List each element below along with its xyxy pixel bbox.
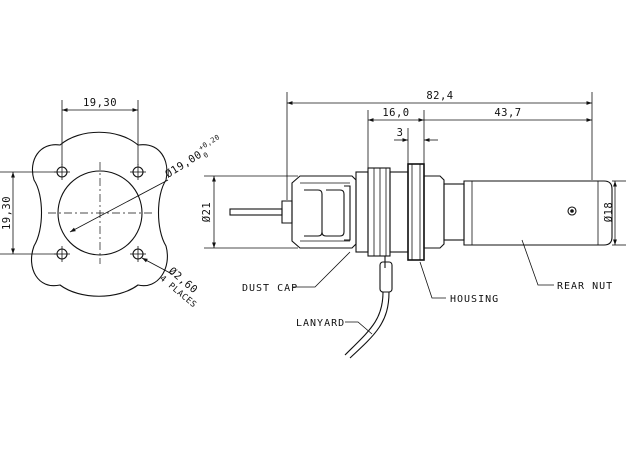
- bore-dim: Ø19,00: [163, 149, 204, 181]
- housing-neck: [423, 175, 445, 249]
- lanyard-leader: [345, 321, 373, 335]
- side-view: 82,4 16,0 43,7 3 Ø21 Ø18 DUST CAP HOUSIN…: [201, 90, 626, 359]
- flange-width-dim: 19,30: [83, 97, 117, 109]
- dia-21: Ø21: [201, 202, 213, 222]
- ring-1: [355, 171, 369, 253]
- flange-view: 19,30 19,30 Ø19,00 +0,20 0 Ø2,60 4 PLACE…: [0, 97, 221, 310]
- nut-hole: [567, 206, 577, 216]
- cap-slot: [304, 189, 323, 237]
- bore-tol-lower: 0: [202, 151, 210, 160]
- dim-43: 43,7: [494, 107, 521, 119]
- hole-leader: [141, 257, 173, 275]
- rear-nut-label: REAR NUT: [557, 281, 613, 292]
- bore-dim-group: Ø19,00 +0,20 0: [163, 133, 221, 181]
- cap-rim: [344, 185, 351, 241]
- nut-hole-center: [570, 209, 574, 213]
- ring-2: [367, 167, 391, 257]
- rear-nut: [463, 180, 613, 246]
- flange-height-dim: 19,30: [1, 196, 13, 230]
- bore-tol-upper: +0,20: [197, 133, 221, 152]
- lanyard-crimp: [379, 261, 393, 293]
- bolt-holes: [54, 164, 146, 262]
- ring-3: [389, 171, 409, 253]
- bore-leader: [69, 179, 169, 233]
- housing-leader: [419, 261, 446, 299]
- contact-pin: [229, 208, 283, 216]
- dim-3: 3: [397, 127, 404, 139]
- rear-nut-leader: [521, 239, 554, 286]
- lanyard-label: LANYARD: [296, 318, 345, 329]
- housing-collar: [443, 183, 465, 241]
- dust-cap-leader: [293, 251, 351, 288]
- housing-flange: [407, 163, 425, 261]
- pin-collar: [281, 200, 293, 224]
- dust-cap-label: DUST CAP: [242, 283, 298, 294]
- housing-label: HOUSING: [450, 294, 499, 305]
- cap-slot: [321, 189, 345, 237]
- dust-cap-body: [291, 175, 357, 249]
- overall-length-dim: 82,4: [426, 90, 453, 102]
- lanyard-cable-1: [344, 291, 384, 356]
- lanyard-cable-2: [349, 291, 390, 359]
- dia-18: Ø18: [603, 202, 615, 222]
- dim-16: 16,0: [382, 107, 409, 119]
- flange-outline: [30, 131, 168, 297]
